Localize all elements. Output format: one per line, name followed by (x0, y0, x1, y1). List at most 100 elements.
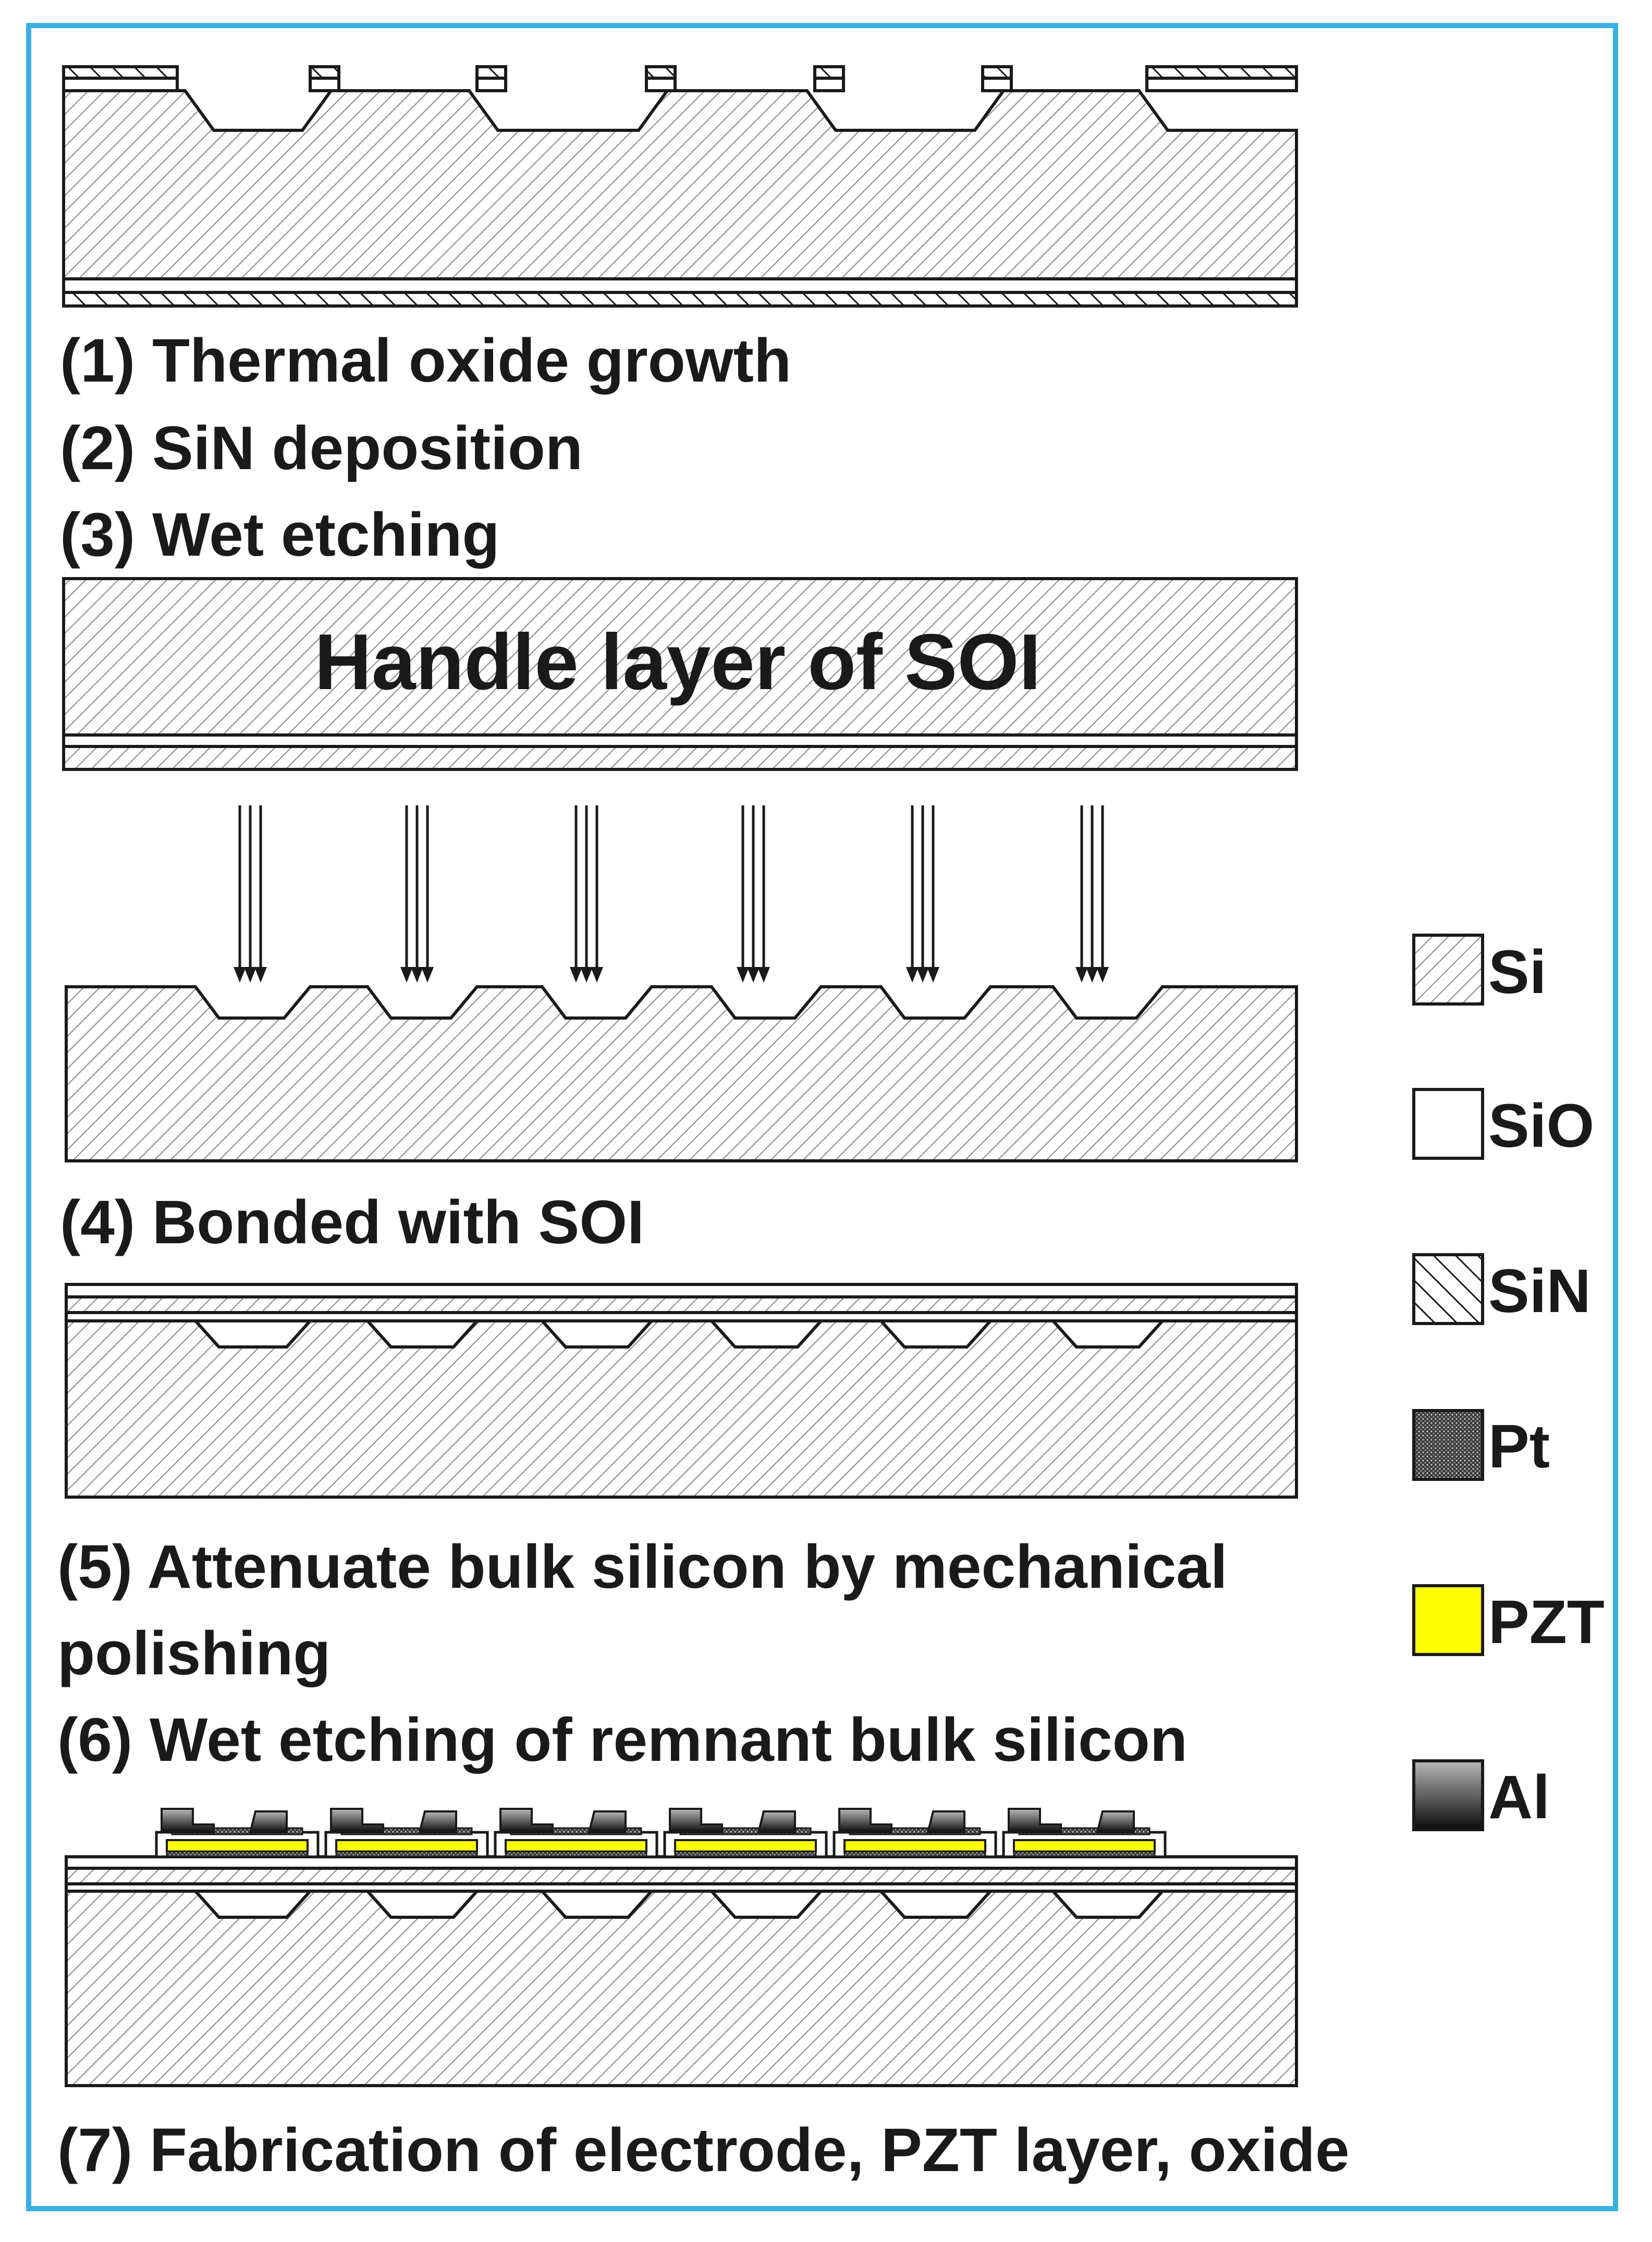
legend-swatch-sio (1412, 1088, 1484, 1160)
structure-step-7 (65, 1855, 1298, 2087)
arrow-head (1086, 967, 1098, 983)
step-7-label: (7) Fabrication of electrode, PZT layer,… (57, 2116, 1350, 2185)
al-contact (1008, 1808, 1062, 1833)
oxide-cap (981, 77, 1013, 92)
oxide-cap (1145, 77, 1298, 92)
al-contact (499, 1808, 554, 1833)
al-contact (1096, 1810, 1135, 1833)
al-contact (669, 1808, 723, 1833)
al-contact (418, 1810, 457, 1833)
pzt-layer (674, 1839, 817, 1853)
al-contact (161, 1808, 215, 1833)
pt-electrode (505, 1851, 647, 1858)
cavity (877, 1890, 994, 1919)
cavity (708, 1890, 825, 1919)
oxide-cap (475, 77, 507, 92)
cavity (539, 1890, 655, 1919)
structure-step-5 (65, 1283, 1298, 1499)
legend-label-sin: SiN (1488, 1257, 1591, 1326)
pt-electrode (335, 1851, 478, 1858)
sin-cap (981, 65, 1013, 80)
pzt-electrode-stacks (155, 1808, 1167, 1858)
step-4-label: (4) Bonded with SOI (60, 1188, 644, 1257)
pzt-layer (335, 1839, 478, 1853)
al-contact (757, 1810, 796, 1833)
al-contact (588, 1810, 627, 1833)
legend-label-pzt: PZT (1488, 1588, 1605, 1657)
arrow-head (927, 967, 939, 983)
etch-mask-caps (62, 65, 1298, 92)
sin-cap (1145, 65, 1298, 80)
structure-handle-layer (62, 577, 1298, 771)
step-1-label: (1) Thermal oxide growth (60, 326, 791, 395)
legend-item-al: Al (1412, 1759, 1550, 1832)
arrow-head (1096, 967, 1109, 983)
cavity (192, 1890, 314, 1919)
legend-swatch-pzt (1412, 1584, 1484, 1656)
arrow-head (916, 967, 929, 983)
legend-swatch-pt (1412, 1409, 1484, 1481)
oxide-cap (62, 77, 179, 92)
arrow-head (580, 967, 593, 983)
arrow-head (400, 967, 413, 983)
al-contact (330, 1808, 384, 1833)
handle-layer-label: Handle layer of SOI (314, 618, 1041, 706)
sin-cap (62, 65, 179, 80)
pzt-layer (1013, 1839, 1156, 1853)
cavity (877, 1319, 994, 1349)
pt-electrode (166, 1851, 309, 1858)
cavity (192, 1319, 314, 1349)
pt-electrode (1013, 1851, 1156, 1858)
legend-item-pt: Pt (1412, 1409, 1550, 1481)
pzt-layer (843, 1839, 986, 1853)
step-6-label: (6) Wet etching of remnant bulk silicon (57, 1706, 1188, 1774)
legend-item-pzt: PZT (1412, 1584, 1605, 1657)
legend-swatch-si (1412, 934, 1484, 1006)
al-contact (249, 1810, 288, 1833)
arrow-head (757, 967, 770, 983)
arrow-head (1075, 967, 1088, 983)
sin-cap (813, 65, 845, 80)
step-5-label: (5) Attenuate bulk silicon by mechanical (57, 1533, 1228, 1601)
pzt-layer (505, 1839, 647, 1853)
legend: Si SiO SiN Pt PZT Al (1412, 934, 1605, 1832)
cavity (1049, 1319, 1166, 1349)
al-contact (926, 1810, 965, 1833)
bonding-arrows (234, 805, 1109, 983)
structure-step-1 (62, 89, 1298, 308)
arrow-head (570, 967, 582, 983)
arrow-head (906, 967, 919, 983)
arrow-head (591, 967, 603, 983)
cavity (539, 1319, 655, 1349)
oxide-cap (645, 77, 677, 92)
step-3-label: (3) Wet etching (60, 500, 500, 569)
arrow-head (254, 967, 267, 983)
cavity (364, 1319, 481, 1349)
legend-item-sin: SiN (1412, 1253, 1591, 1326)
legend-label-pt: Pt (1488, 1412, 1550, 1481)
legend-swatch-sin (1412, 1253, 1484, 1325)
arrow-head (244, 967, 256, 983)
pt-electrode (843, 1851, 986, 1858)
cavity (1049, 1890, 1166, 1919)
cavity (708, 1319, 825, 1349)
sin-cap (475, 65, 507, 80)
sin-cap (309, 65, 340, 80)
arrow-head (421, 967, 434, 983)
cavities-step-5 (192, 1319, 1166, 1349)
legend-swatch-al (1412, 1759, 1484, 1831)
legend-item-si: Si (1412, 934, 1547, 1007)
legend-label-si: Si (1488, 938, 1547, 1007)
legend-item-sio: SiO (1412, 1088, 1594, 1160)
arrow-head (234, 967, 246, 983)
structure-step-4 (65, 985, 1298, 1162)
step-2-label: (2) SiN deposition (60, 414, 583, 483)
legend-label-al: Al (1488, 1763, 1550, 1832)
al-contact (838, 1808, 892, 1833)
pzt-layer (166, 1839, 309, 1853)
legend-label-sio: SiO (1488, 1092, 1594, 1160)
cavities-step-7 (192, 1890, 1166, 1919)
arrow-head (747, 967, 760, 983)
arrow-head (411, 967, 423, 983)
